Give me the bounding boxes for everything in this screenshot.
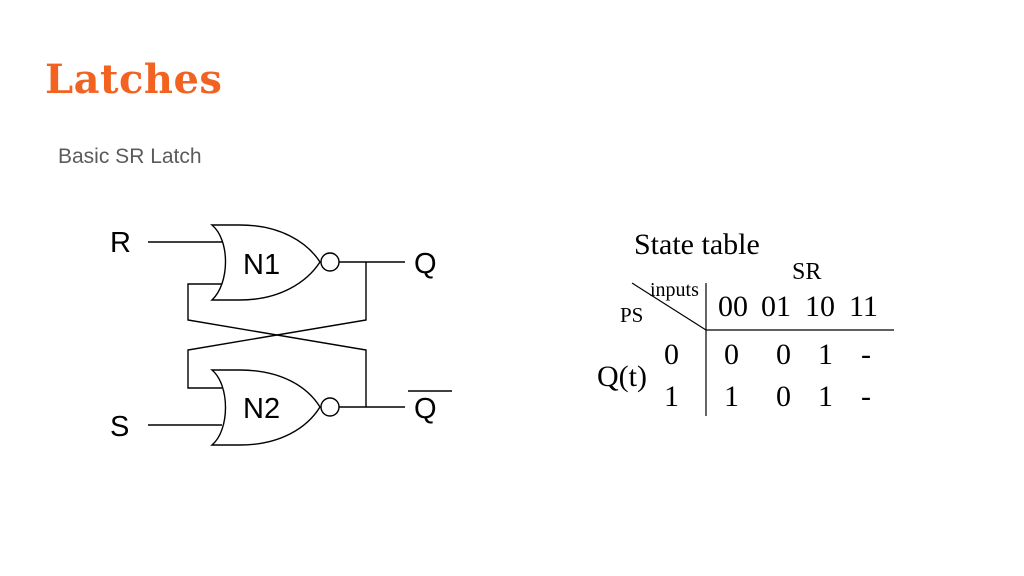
table-cell: 0 [724, 338, 739, 371]
table-cell: 0 [776, 338, 791, 371]
gate-n2-body [210, 369, 321, 446]
row-ps-value: 0 [664, 338, 679, 371]
input-r-label: R [110, 227, 131, 259]
column-header: 11 [849, 290, 878, 323]
column-group-label: SR [792, 259, 821, 285]
column-header: 01 [761, 290, 791, 323]
state-table-title: State table [634, 228, 760, 261]
table-cell: 1 [818, 380, 833, 413]
row-ps-value: 1 [664, 380, 679, 413]
feedback-q-to-n2 [187, 262, 367, 389]
inputs-label: inputs [650, 279, 699, 301]
ps-label: PS [620, 303, 643, 327]
row-group-label: Q(t) [597, 360, 647, 393]
table-cell: - [861, 380, 871, 413]
table-cell: - [861, 338, 871, 371]
slide-title: Latches [45, 56, 223, 103]
table-cell: 0 [776, 380, 791, 413]
slide-subtitle: Basic SR Latch [58, 145, 202, 168]
table-diagonal-line [631, 282, 707, 331]
output-q-bar-label: Q [414, 393, 437, 425]
table-cell: 1 [724, 380, 739, 413]
gate-n1-label: N1 [243, 249, 280, 281]
gate-n1-body [210, 224, 321, 301]
output-q-label: Q [414, 248, 437, 280]
gate-n2-label: N2 [243, 393, 280, 425]
column-header: 10 [805, 290, 835, 323]
input-s-label: S [110, 411, 129, 443]
column-header: 00 [718, 290, 748, 323]
feedback-qbar-to-n1 [187, 283, 367, 407]
table-cell: 1 [818, 338, 833, 371]
